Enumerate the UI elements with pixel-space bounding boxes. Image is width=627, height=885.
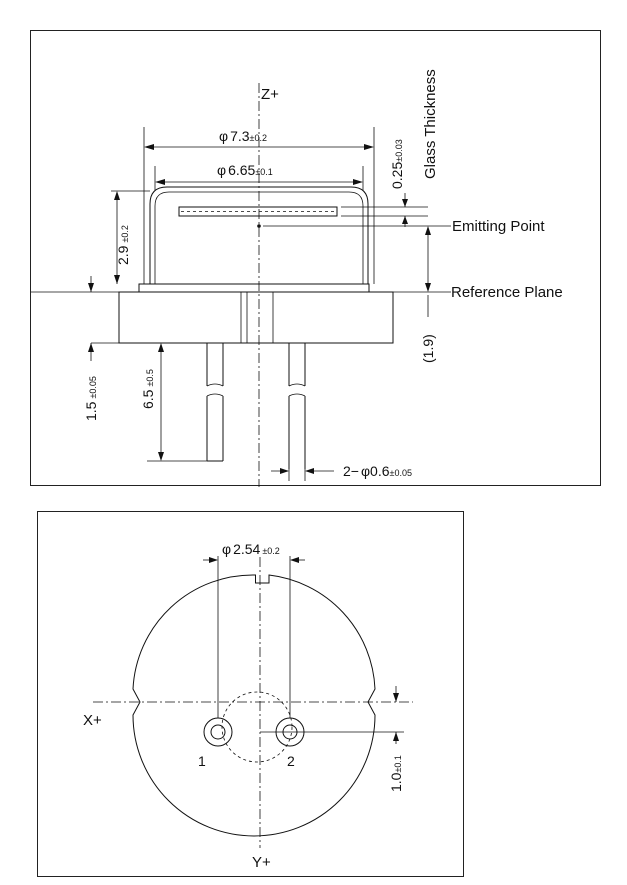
cap-inner	[154, 191, 364, 284]
glass-window	[178, 206, 338, 217]
dim-base	[31, 276, 119, 361]
height-label: 2.9±0.2	[115, 225, 131, 265]
pin-circle	[221, 691, 293, 763]
y-axis-label: Y+	[252, 854, 271, 871]
dim-glass-thickness	[341, 193, 428, 227]
emit-offset-label: (1.9)	[420, 334, 436, 363]
offset-label: 1.0±0.1	[388, 755, 404, 792]
base-notch	[240, 291, 274, 344]
cap-outer	[149, 186, 369, 284]
emitting-point-label: Emitting Point	[452, 218, 545, 235]
lead-left	[206, 343, 224, 462]
emitting-point-marker	[257, 224, 261, 228]
dim-window-diameter	[154, 166, 364, 191]
pin-2-label: 2	[287, 753, 295, 769]
header-outline	[132, 574, 376, 837]
base-label: 1.5±0.05	[83, 376, 99, 421]
dim-emit-offset	[425, 226, 431, 317]
dim-height	[111, 190, 150, 284]
reference-plane-label: Reference Plane	[451, 284, 563, 301]
z-axis-label: Z+	[261, 86, 279, 103]
glass-thickness-caption: Glass Thickness	[422, 69, 439, 179]
lead-right	[288, 343, 306, 469]
dim-lead-length	[147, 343, 207, 462]
pin-diameter-label: 2−φ0.6±0.05	[343, 463, 412, 479]
glass-thickness-label: 0.25±0.03	[389, 139, 405, 189]
pin-1-label: 1	[198, 753, 206, 769]
flange	[138, 283, 370, 293]
lead-length-label: 6.5±0.5	[140, 369, 156, 409]
dim-pitch	[203, 556, 305, 718]
base	[118, 291, 394, 344]
pin-1	[203, 717, 233, 747]
dim-offset	[260, 686, 404, 744]
dim-cap-diameter	[143, 127, 375, 284]
dim-pin-diameter	[271, 468, 334, 481]
x-axis-label: X+	[83, 712, 102, 729]
